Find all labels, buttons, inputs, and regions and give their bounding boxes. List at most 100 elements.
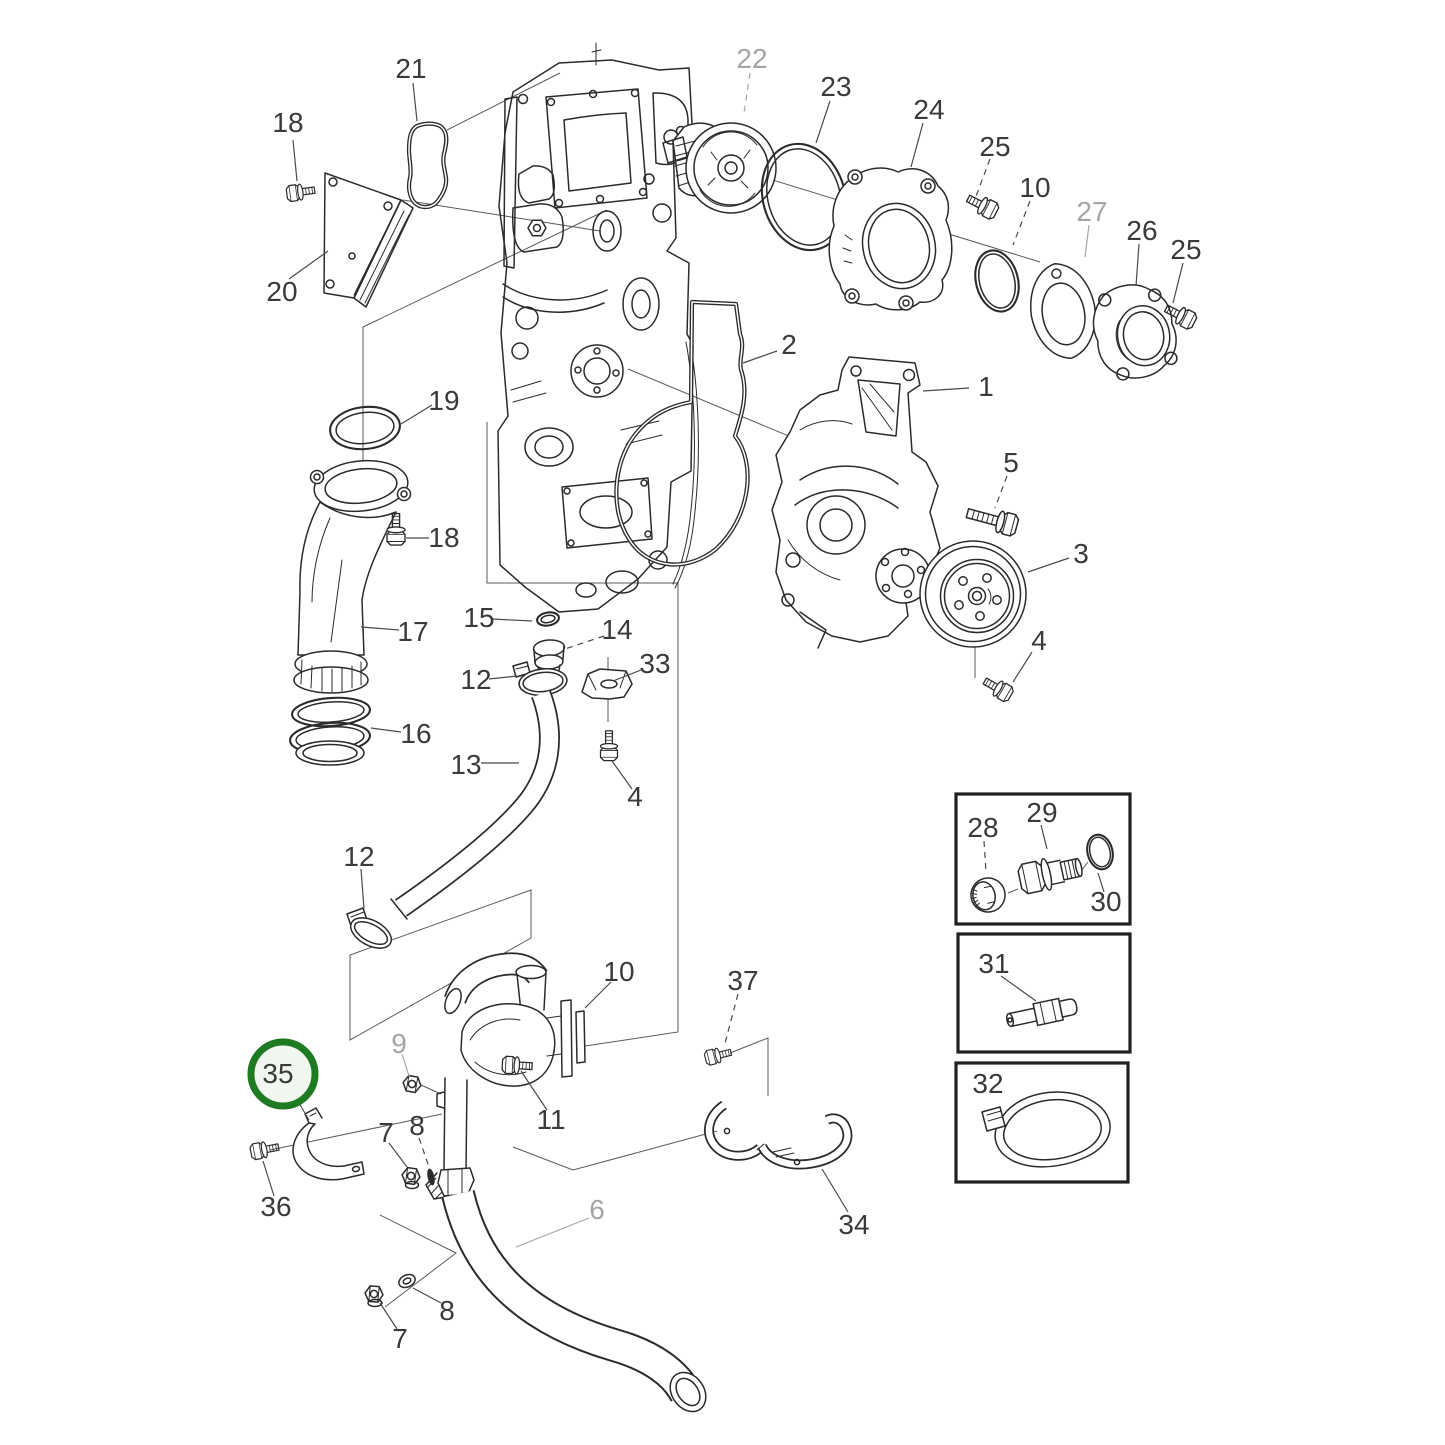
highlight-ring — [247, 1038, 319, 1110]
callout-9: 9 — [391, 1028, 407, 1059]
leader-line-8 — [1084, 224, 1090, 258]
callout-12-b: 12 — [343, 841, 374, 872]
construction-line-11 — [379, 1214, 457, 1308]
callout-18-b: 18 — [428, 522, 459, 553]
callout-21: 21 — [395, 53, 426, 84]
box-32 — [954, 1061, 1130, 1184]
leader-line-31 — [520, 1070, 548, 1111]
clamp-34 — [704, 1100, 853, 1170]
leader-line-32 — [388, 1142, 408, 1168]
gasket-27 — [1030, 262, 1096, 360]
callout-8-b: 8 — [439, 1295, 455, 1326]
clamp-35 — [292, 1107, 365, 1181]
leader-line-33 — [418, 1137, 430, 1168]
callout-29: 29 — [1026, 797, 1057, 828]
callout-33: 33 — [639, 648, 670, 679]
clamp-12-upper — [512, 661, 568, 696]
leader-line-10 — [1172, 262, 1184, 304]
plug-28 — [970, 877, 1006, 913]
callout-10-a: 10 — [1019, 172, 1050, 203]
callout-16: 16 — [400, 718, 431, 749]
callout-3: 3 — [1073, 538, 1089, 569]
construction-line-8 — [729, 1037, 769, 1096]
construction-line-9 — [349, 889, 532, 1041]
leader-line-12 — [922, 387, 970, 392]
leader-line-34 — [262, 1160, 275, 1197]
callout-13: 13 — [450, 749, 481, 780]
leader-line-0 — [292, 139, 298, 182]
bolt-5 — [963, 501, 1021, 538]
leader-line-20 — [564, 635, 605, 650]
callout-27: 27 — [1076, 196, 1107, 227]
construction-line-15 — [1007, 888, 1019, 894]
box-31 — [956, 932, 1132, 1054]
engine-block — [497, 42, 699, 613]
callout-17: 17 — [397, 616, 428, 647]
fitting-14 — [532, 639, 566, 678]
callout-28: 28 — [967, 812, 998, 843]
callout-34: 34 — [838, 1209, 869, 1240]
callout-19: 19 — [428, 385, 459, 416]
leader-line-28 — [723, 993, 739, 1048]
clamp-12-lower — [346, 907, 393, 949]
leader-line-6 — [974, 158, 991, 200]
callout-26: 26 — [1126, 215, 1157, 246]
inset-boxes — [954, 792, 1132, 1184]
callout-7-a: 7 — [378, 1117, 394, 1148]
construction-line-0 — [446, 72, 561, 131]
callout-5: 5 — [1003, 447, 1019, 478]
callout-24: 24 — [913, 94, 944, 125]
leader-line-36 — [821, 1168, 849, 1213]
thermostat-22 — [662, 122, 777, 214]
leader-line-19 — [491, 618, 533, 622]
callout-32: 32 — [972, 1068, 1003, 1099]
bolt-4-right — [979, 672, 1016, 704]
washer-8-lower — [396, 1271, 418, 1291]
callout-1: 1 — [978, 371, 994, 402]
leader-line-23 — [370, 727, 402, 733]
callout-35: 35 — [262, 1058, 293, 1089]
leader-line-1 — [288, 250, 329, 280]
bolt-36 — [248, 1138, 281, 1161]
leader-line-2 — [412, 82, 418, 122]
leader-line-18 — [360, 626, 400, 631]
callout-11: 11 — [536, 1104, 565, 1135]
callout-2: 2 — [781, 329, 797, 360]
pump-housing-1 — [771, 356, 949, 649]
callout-30: 30 — [1090, 886, 1121, 917]
callout-31: 31 — [978, 948, 1009, 979]
leader-line-7 — [1012, 200, 1031, 246]
leader-line-21 — [612, 669, 642, 682]
pulley-3 — [919, 540, 1027, 648]
nut-7-lower — [363, 1284, 385, 1308]
nut-9 — [401, 1074, 423, 1094]
o-ring-10-top — [974, 249, 1020, 313]
construction-lines — [269, 72, 1175, 1308]
leader-line-13 — [994, 475, 1008, 509]
callout-15: 15 — [463, 602, 494, 633]
leader-line-40 — [1040, 824, 1048, 850]
cable-tie-32 — [981, 1091, 1111, 1168]
leader-line-39 — [983, 840, 987, 873]
construction-line-2 — [362, 209, 608, 470]
nut-7-upper — [400, 1166, 422, 1190]
fitting-29 — [1017, 857, 1083, 895]
flange-10-bottom — [546, 999, 586, 1078]
leader-line-9 — [1135, 243, 1140, 287]
leader-line-25 — [611, 760, 633, 790]
bracket-20 — [323, 172, 414, 308]
callout-25-a: 25 — [979, 131, 1010, 162]
branch-pipe — [425, 952, 556, 1200]
washer-8-upper — [427, 1168, 435, 1186]
construction-line-6 — [486, 422, 679, 1047]
callout-7-b: 7 — [392, 1323, 408, 1354]
gasket-21 — [406, 121, 449, 210]
callout-25-b: 25 — [1170, 234, 1201, 265]
callout-14: 14 — [601, 614, 632, 645]
fitting-31 — [1006, 997, 1078, 1028]
clip-33 — [581, 668, 633, 700]
pump-cover-24 — [828, 167, 953, 311]
leader-line-27 — [584, 981, 612, 1009]
